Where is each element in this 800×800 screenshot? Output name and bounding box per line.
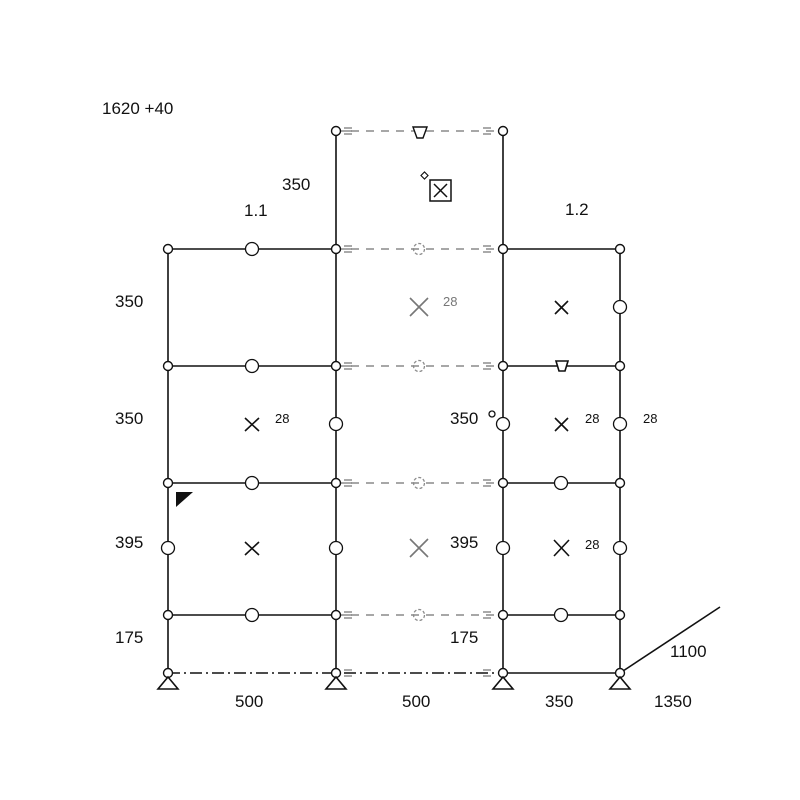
hinge-icon [244,358,260,374]
cross-icon [244,541,260,556]
labels: 1620 +40 1.1 1.2 350 350 350 395 175 350… [102,99,707,711]
superscript-label: 28 [585,411,599,426]
hinge-icon [612,416,628,432]
supports [156,675,632,690]
pin-support-icon [156,675,180,690]
row-2-height-label: 350 [115,409,143,428]
hinge-icon [244,607,260,623]
row-4-height-label: 175 [115,628,143,647]
pin-support-icon [491,675,515,690]
node-point [162,609,174,621]
superscript-label: 28 [443,294,457,309]
row-1-height-label: 350 [115,292,143,311]
hinge-icon [612,540,628,556]
ghost-hinge-markers [412,242,426,622]
node-point [497,609,509,621]
node-point [330,477,342,489]
node-point [162,243,174,255]
ticks-top [344,127,491,135]
span-1-label: 500 [235,692,263,711]
cross-icon [553,539,570,557]
hinge-icon [612,299,628,315]
corner-flag-icon [176,492,193,507]
bay-crosses [244,297,570,558]
pin-support-icon [324,675,348,690]
node-point [614,477,626,489]
node-point [330,360,342,372]
node-point [614,360,626,372]
row-3-height-label: 395 [115,533,143,552]
member-hinges [160,241,628,623]
grey-cross-icon [409,538,429,558]
ticks-2 [344,362,491,370]
ticks-base [344,669,491,677]
special-symbols [176,126,570,507]
node-point [497,125,509,137]
row-4-height-label-right: 175 [450,628,478,647]
superscript-label: 28 [643,411,657,426]
node-point [497,477,509,489]
span-2-label: 500 [402,692,430,711]
node-point [330,609,342,621]
pin-support-icon [608,675,632,690]
node-point [614,243,626,255]
ghost-hinge-icon [412,608,426,622]
hinge-icon [495,540,511,556]
hinge-icon [553,607,569,623]
ghost-hinge-icon [412,476,426,490]
small-diamond-icon [420,171,429,180]
total-span-label: 1350 [654,692,692,711]
top-left-label: 1620 +40 [102,99,173,118]
middle-bay-dashed-beams [168,130,503,674]
row-2-height-label-right: 350 [450,409,478,428]
tower-height-label: 350 [282,175,310,194]
span-3-label: 350 [545,692,573,711]
superscript-label: 28 [275,411,289,426]
hinge-icon [328,416,344,432]
boxed-cross-lines [433,183,448,198]
cross-icon [554,417,569,432]
node-point [162,360,174,372]
diagonal-member [619,606,721,674]
ghost-hinge-icon [412,242,426,256]
nodes [162,125,626,679]
cup-symbol-icon [554,360,570,372]
ticks-3 [344,479,491,487]
node-point [330,243,342,255]
hinge-icon [244,475,260,491]
ticks-1 [344,245,491,253]
dashed-beam-end-ticks [344,127,491,677]
hinge-icon [495,416,511,432]
ghost-hinge-icon [412,359,426,373]
node-point [614,609,626,621]
bay-label-1-1: 1.1 [244,201,268,220]
node-point [497,243,509,255]
row-3-height-label-right: 395 [450,533,478,552]
cross-icon [554,300,569,315]
node-point [497,360,509,372]
small-hinge-icon [488,410,496,418]
diagonal-length-label: 1100 [670,642,707,661]
hinge-icon [553,475,569,491]
node-point [162,477,174,489]
hinge-icon [160,540,176,556]
bay-label-1-2: 1.2 [565,200,589,219]
cup-symbol-icon [412,126,428,139]
grey-cross-icon [409,297,429,317]
superscript-label: 28 [585,537,599,552]
hinge-icon [328,540,344,556]
ticks-4 [344,611,491,619]
cross-icon [244,417,260,432]
hinge-icon [244,241,260,257]
node-point [330,125,342,137]
